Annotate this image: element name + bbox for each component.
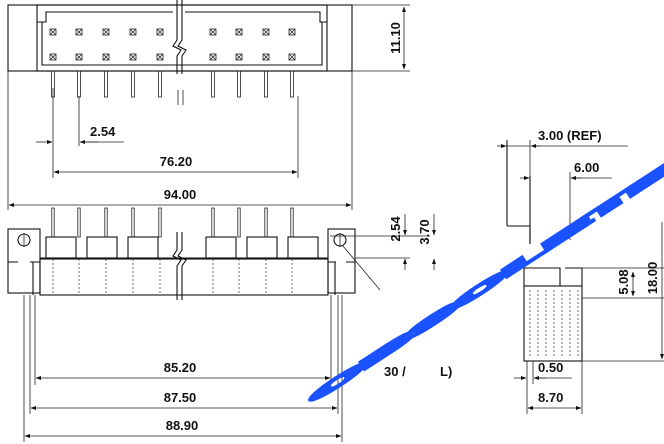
contact-block [86, 236, 118, 259]
dim-tail-width-label: 0.50 [538, 360, 563, 375]
dim-side-height-b-label: 18.00 [645, 262, 660, 295]
dim-overall-length-label: 94.00 [164, 187, 197, 202]
contact-cell [49, 28, 57, 36]
dim-row-span-label: 76.20 [160, 154, 193, 169]
pin [131, 207, 135, 238]
contact-block [205, 236, 237, 259]
pin [211, 70, 215, 98]
pin [104, 207, 108, 238]
pin [77, 207, 81, 238]
contact-block [127, 236, 159, 259]
contact-cell [156, 28, 164, 36]
obsolete-watermark-text: OBSOLETE [308, 157, 664, 405]
dim-depth: 6.00 [520, 160, 612, 240]
top-contact-grid [49, 28, 296, 61]
dim-body-width-label: 88.90 [166, 418, 199, 433]
partial-label: 30 / [384, 364, 406, 379]
dim-body-width: 88.90 [23, 295, 343, 442]
pin [211, 207, 215, 238]
dim-pin-offset-label: 3.70 [417, 219, 432, 244]
contact-cell [288, 28, 296, 36]
contact-cell [235, 28, 243, 36]
contact-cell [49, 53, 57, 61]
pin [77, 70, 81, 98]
contact-cell [102, 28, 110, 36]
dim-ref-depth-label: 3.00 (REF) [538, 128, 602, 143]
contact-cell [129, 53, 137, 61]
contact-cell [129, 28, 137, 36]
pin [264, 207, 268, 238]
dim-flange-span: 87.50 [29, 295, 339, 414]
contact-cell [209, 53, 217, 61]
dim-ref-depth: 3.00 (REF) [497, 128, 628, 176]
dim-pitch-label: 2.54 [90, 124, 116, 139]
contact-cell [209, 28, 217, 36]
dim-pin-above-label: 2.54 [388, 216, 403, 242]
dim-tail-width: 0.50 [514, 360, 572, 414]
contact-cell [156, 53, 164, 61]
dim-overall-length: 94.00 [7, 71, 353, 210]
top-view [7, 0, 353, 105]
contact-cell [262, 53, 270, 61]
pin [104, 70, 108, 98]
front-view [7, 207, 410, 300]
obsolete-watermark: OBSOLETE [307, 155, 664, 405]
contact-cell [102, 53, 110, 61]
dim-depth-label: 6.00 [574, 160, 599, 175]
front-contact-blocks [45, 236, 319, 259]
dim-side-height-a: 5.08 [616, 269, 635, 297]
contact-cell [288, 53, 296, 61]
pin [237, 70, 241, 98]
dim-side-height-b: 18.00 [645, 222, 664, 360]
pin [131, 70, 135, 98]
contact-cell [262, 28, 270, 36]
dim-pin-above: 2.54 [330, 214, 430, 270]
contact-cell [75, 28, 83, 36]
contact-block [45, 236, 77, 259]
dim-side-width: 8.70 [527, 361, 583, 414]
top-pin-row [51, 70, 294, 98]
dim-side-height-a-label: 5.08 [616, 269, 631, 294]
contact-block [246, 236, 278, 259]
side-view [506, 140, 664, 362]
pin [290, 207, 294, 238]
pin [158, 70, 162, 98]
pin [51, 207, 55, 238]
dim-height-top-label: 11.10 [388, 22, 403, 54]
dim-side-width-label: 8.70 [538, 390, 563, 405]
dim-hole-span-label: 85.20 [164, 360, 197, 375]
front-pin-row [51, 207, 294, 293]
contact-cell [235, 53, 243, 61]
partial-label-2: L) [440, 364, 452, 379]
side-pin-tails [529, 290, 579, 358]
dim-flange-span-label: 87.50 [164, 390, 197, 405]
pin [290, 70, 294, 98]
contact-cell [75, 53, 83, 61]
pin [264, 70, 268, 98]
dim-pin-offset: 3.70 [417, 214, 436, 270]
contact-block [287, 236, 319, 259]
dim-pitch: 2.54 [36, 88, 124, 178]
dim-hole-span: 85.20 [34, 295, 332, 385]
pin [237, 207, 241, 238]
dim-row-span: 76.20 [53, 96, 299, 178]
dim-height-top: 11.10 [352, 4, 410, 72]
pin [158, 207, 162, 238]
